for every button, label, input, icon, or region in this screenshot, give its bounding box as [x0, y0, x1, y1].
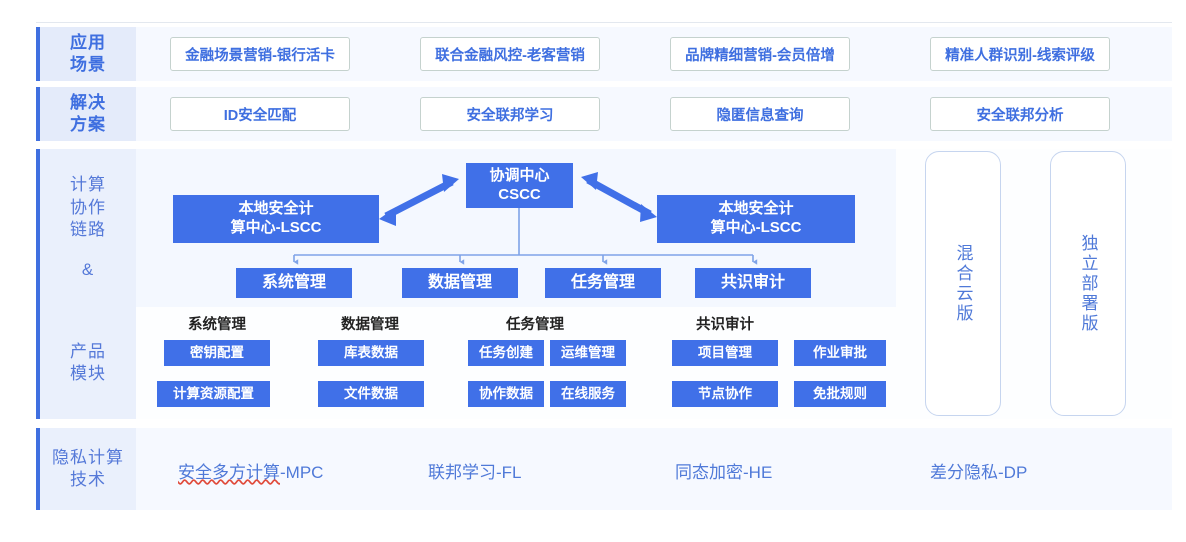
row-label-solutions: 解决 方案	[40, 87, 136, 141]
group-caption-audit: 共识审计	[696, 317, 754, 333]
tech-label-he: 同态加密-HE	[675, 463, 773, 482]
module-box-job-approval[interactable]: 作业审批	[794, 340, 886, 366]
row-label-line-4: &	[81, 260, 95, 280]
node-center-cscc[interactable]: 协调中心 CSCC	[466, 163, 573, 208]
group-caption-data: 数据管理	[341, 317, 399, 333]
row-label-line-1: 产品	[70, 341, 106, 361]
manager-box-audit[interactable]: 共识审计	[695, 268, 811, 298]
module-box-node-collab[interactable]: 节点协作	[672, 381, 778, 407]
row-label-line-1: 计算	[70, 175, 106, 195]
row-label-line-1: 隐私计算	[52, 447, 124, 467]
scenario-box-2[interactable]: 联合金融风控-老客营销	[420, 37, 600, 71]
row-label-line-2: 协作	[70, 197, 106, 217]
row-label-line-1: 应用	[70, 32, 106, 52]
deployment-card-label: 独立部署版	[1078, 233, 1098, 334]
solution-box-2[interactable]: 安全联邦学习	[420, 97, 600, 131]
scenario-box-4[interactable]: 精准人群识别-线索评级	[930, 37, 1110, 71]
row-label-line-2: 场景	[70, 55, 106, 74]
tech-label-fl: 联邦学习-FL	[428, 463, 522, 482]
module-box-table-data[interactable]: 库表数据	[318, 340, 424, 366]
tech-label-dp: 差分隐私-DP	[930, 463, 1028, 482]
row-privacy-tech: 隐私计算 技术	[36, 428, 1172, 510]
tech-label-mpc: 安全多方计算-MPC	[178, 458, 323, 483]
group-caption-task: 任务管理	[506, 317, 564, 333]
row-label-line-3: 链路	[70, 220, 106, 239]
group-caption-system: 系统管理	[188, 317, 246, 333]
top-divider	[36, 22, 1172, 23]
row-label-line-2: 方案	[70, 115, 106, 134]
solution-box-1[interactable]: ID安全匹配	[170, 97, 350, 131]
scenario-box-3[interactable]: 品牌精细营销-会员倍增	[670, 37, 850, 71]
row-accent-bar	[36, 428, 40, 510]
module-box-ops-mgmt[interactable]: 运维管理	[550, 340, 626, 366]
row-label-compute-chain: 计算 协作 链路 &	[40, 149, 136, 307]
row-accent-bar	[36, 27, 40, 81]
tech-label-mpc-plain: -MPC	[280, 463, 324, 482]
solution-box-4[interactable]: 安全联邦分析	[930, 97, 1110, 131]
scenario-box-1[interactable]: 金融场景营销-银行活卡	[170, 37, 350, 71]
row-label-line-2: 技术	[70, 470, 106, 489]
node-left-lscc[interactable]: 本地安全计 算中心-LSCC	[173, 195, 379, 243]
tech-label-mpc-marked: 安全多方计算	[178, 463, 280, 482]
row-solutions: 解决 方案 ID安全匹配 安全联邦学习 隐匿信息查询 安全联邦分析	[36, 87, 1172, 141]
module-box-file-data[interactable]: 文件数据	[318, 381, 424, 407]
row-label-privacy-tech: 隐私计算 技术	[40, 428, 136, 510]
row-application-scenarios: 应用 场景 金融场景营销-银行活卡 联合金融风控-老客营销 品牌精细营销-会员倍…	[36, 27, 1172, 81]
manager-box-data[interactable]: 数据管理	[402, 268, 518, 298]
solution-box-3[interactable]: 隐匿信息查询	[670, 97, 850, 131]
row-accent-bar	[36, 87, 40, 141]
module-box-key-config[interactable]: 密钥配置	[164, 340, 270, 366]
row-label-line-2: 模块	[70, 364, 106, 383]
module-box-compute-resource-config[interactable]: 计算资源配置	[157, 381, 270, 407]
module-box-task-create[interactable]: 任务创建	[468, 340, 544, 366]
manager-box-task[interactable]: 任务管理	[545, 268, 661, 298]
module-box-collab-data[interactable]: 协作数据	[468, 381, 544, 407]
node-right-lscc[interactable]: 本地安全计 算中心-LSCC	[657, 195, 855, 243]
row-accent-bar	[36, 149, 40, 419]
row-label-line-1: 解决	[70, 92, 106, 112]
deployment-card-label: 混合云版	[953, 243, 973, 324]
deployment-card-hybrid-cloud[interactable]: 混合云版	[925, 151, 1001, 416]
module-box-project-mgmt[interactable]: 项目管理	[672, 340, 778, 366]
module-box-online-service[interactable]: 在线服务	[550, 381, 626, 407]
module-box-approval-free-rule[interactable]: 免批规则	[794, 381, 886, 407]
deployment-card-standalone[interactable]: 独立部署版	[1050, 151, 1126, 416]
row-label-product-modules: 产品 模块	[40, 307, 136, 419]
manager-box-system[interactable]: 系统管理	[236, 268, 352, 298]
row-label-application-scenarios: 应用 场景	[40, 27, 136, 81]
